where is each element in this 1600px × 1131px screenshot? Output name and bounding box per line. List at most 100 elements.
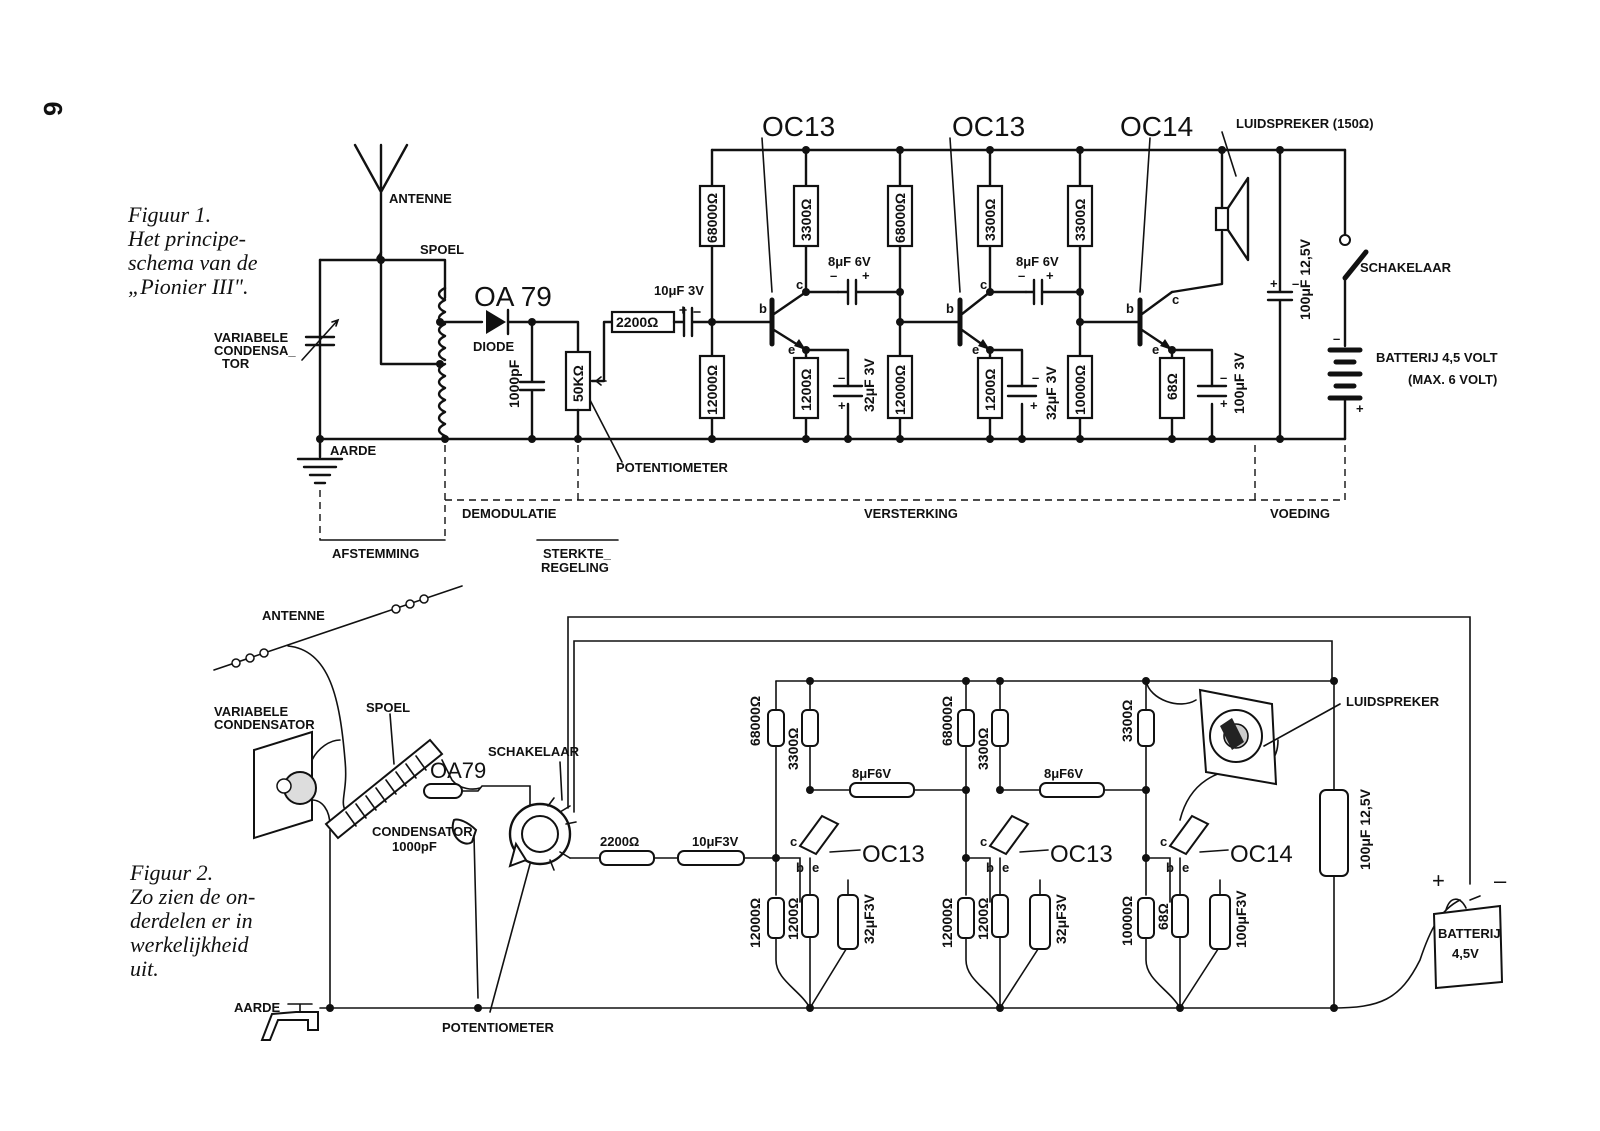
label-batterij: BATTERIJ 4,5 VOLT bbox=[1376, 350, 1498, 365]
value-label: 3300Ω bbox=[1072, 199, 1088, 241]
figure-1-caption: Figuur 1. Het principe- schema van de „P… bbox=[127, 202, 258, 299]
pin-b: b bbox=[796, 860, 804, 875]
pin-b: b bbox=[986, 860, 994, 875]
capacitor-10uf-part: 10μF3V bbox=[677, 834, 745, 866]
resistor-2200: 2200Ω bbox=[610, 310, 676, 334]
pointer-line bbox=[1139, 137, 1151, 293]
value-label: 32μF3V bbox=[1053, 894, 1069, 944]
label-oa79-2: OA79 bbox=[430, 758, 486, 783]
value-label: 100μF 12,5V bbox=[1357, 788, 1373, 870]
value-label: 2200Ω bbox=[616, 314, 658, 330]
value-label: 1200Ω bbox=[798, 369, 814, 411]
speaker-part: LUIDSPREKER bbox=[1198, 688, 1440, 786]
battery-minus: – bbox=[1494, 868, 1507, 893]
capacitor-100uf-125: +– 100μF 12,5V bbox=[1266, 148, 1313, 441]
value-label: 32μF 3V bbox=[861, 358, 877, 412]
label-batterij-max: (MAX. 6 VOLT) bbox=[1408, 372, 1497, 387]
svg-text:+: + bbox=[1356, 401, 1364, 416]
resistor-10000-3: 10000Ω bbox=[1066, 354, 1094, 420]
stage-3-part: 3300Ω 10000Ω 68Ω 100μF3V OC14 c b e bbox=[1119, 680, 1293, 1009]
caption-line: „Pionier III". bbox=[128, 274, 248, 299]
caption-line: Figuur 1. bbox=[127, 202, 211, 227]
variable-capacitor-part: VARIABELE CONDENSATOR bbox=[214, 704, 341, 840]
label-var-cond-2: VARIABELE bbox=[214, 704, 288, 719]
pin-e: e bbox=[1002, 860, 1009, 875]
capacitor-8uf-2: 8μF 6V –+ bbox=[1016, 254, 1082, 306]
value-label: 68000Ω bbox=[939, 696, 955, 746]
caption-line: Figuur 2. bbox=[129, 860, 213, 885]
caption-line: schema van de bbox=[128, 250, 258, 275]
stage-2-part: 68000Ω 3300Ω 8μF6V 12000Ω 1200Ω 32μF3V O… bbox=[939, 680, 1147, 1009]
resistor-3300-2: 3300Ω bbox=[976, 184, 1004, 248]
capacitor-100uf-125-part: 100μF 12,5V bbox=[1319, 680, 1373, 1009]
value-label: 68000Ω bbox=[892, 193, 908, 243]
label-antenne-2: ANTENNE bbox=[262, 608, 325, 623]
caption-line: werkelijkheid bbox=[130, 932, 250, 957]
label-condensator-2: CONDENSATOR bbox=[372, 824, 473, 839]
label-var-cond: VARIABELE bbox=[214, 330, 288, 345]
value-label: 68Ω bbox=[1155, 903, 1171, 930]
resistor-12000-1: 12000Ω bbox=[698, 354, 726, 420]
speaker-symbol bbox=[1214, 148, 1250, 262]
label-schakelaar-2: SCHAKELAAR bbox=[488, 744, 580, 759]
coil-symbol bbox=[436, 286, 447, 441]
wire bbox=[318, 258, 447, 300]
label-schakelaar: SCHAKELAAR bbox=[1360, 260, 1452, 275]
earth-symbol: AARDE bbox=[296, 437, 377, 485]
value-label: 100μF3V bbox=[1233, 890, 1249, 948]
pin-c: c bbox=[790, 834, 797, 849]
figure-1: Figuur 1. Het principe- schema van de „P… bbox=[127, 111, 1498, 575]
label-diode: DIODE bbox=[473, 339, 515, 354]
caption-line: derdelen er in bbox=[130, 908, 253, 933]
capacitor-8uf-1: 8μF 6V –+ bbox=[828, 254, 902, 306]
section-brackets: AFSTEMMING DEMODULATIE STERKTE_ REGELING… bbox=[319, 445, 1346, 575]
svg-text:–: – bbox=[838, 370, 845, 385]
label-spoel-2: SPOEL bbox=[366, 700, 410, 715]
value-label: 3300Ω bbox=[798, 199, 814, 241]
value-label: 3300Ω bbox=[982, 199, 998, 241]
resistor-3300-3: 3300Ω bbox=[1066, 184, 1094, 248]
svg-text:–: – bbox=[1333, 331, 1340, 346]
pin-b: b bbox=[759, 301, 767, 316]
value-label: 10μF 3V bbox=[654, 283, 704, 298]
label-spoel: SPOEL bbox=[420, 242, 464, 257]
label-aarde-2: AARDE bbox=[234, 1000, 281, 1015]
figure-2-caption: Figuur 2. Zo zien de on- derdelen er in … bbox=[129, 860, 255, 981]
value-label: 1200Ω bbox=[975, 898, 991, 940]
capacitor-1000pf: 1000pF bbox=[506, 320, 546, 441]
caption-line: Zo zien de on- bbox=[130, 884, 255, 909]
resistor-1200-1: 1200Ω bbox=[792, 356, 820, 420]
value-label: 3300Ω bbox=[975, 728, 991, 770]
resistor-68000-1: 68000Ω bbox=[698, 184, 726, 248]
svg-text:+: + bbox=[1270, 276, 1278, 291]
capacitor-32uf-1: – + 32μF 3V bbox=[832, 358, 877, 413]
resistor-12000-2: 12000Ω bbox=[886, 354, 914, 420]
value-label: 10000Ω bbox=[1072, 365, 1088, 415]
value-label: 2200Ω bbox=[600, 834, 639, 849]
caption-line: Het principe- bbox=[127, 226, 246, 251]
svg-text:+: + bbox=[1030, 398, 1038, 413]
svg-text:–: – bbox=[1032, 370, 1039, 385]
wire-minus bbox=[573, 640, 1333, 813]
label-batterij-2: BATTERIJ bbox=[1438, 926, 1501, 941]
value-label: 68000Ω bbox=[704, 193, 720, 243]
variable-capacitor-symbol bbox=[301, 318, 340, 361]
ground-bus bbox=[319, 899, 1461, 1009]
figure-2: Figuur 2. Zo zien de on- derdelen er in … bbox=[129, 585, 1507, 1041]
junction-dots-2 bbox=[326, 677, 1338, 1012]
section-versterking: VERSTERKING bbox=[864, 506, 958, 521]
resistor-1200-2: 1200Ω bbox=[976, 356, 1004, 420]
label-var-cond: TOR bbox=[222, 356, 250, 371]
value-label: 8μF 6V bbox=[1016, 254, 1059, 269]
capacitor-1000pf-part: CONDENSATOR 1000pF bbox=[372, 818, 479, 999]
pin-c: c bbox=[1172, 292, 1179, 307]
battery-symbol: – + BATTERIJ 4,5 VOLT (MAX. 6 VOLT) bbox=[1327, 331, 1498, 441]
junction-dots bbox=[316, 146, 1284, 443]
value-label: 32μF3V bbox=[861, 894, 877, 944]
battery-plus: + bbox=[1432, 868, 1445, 893]
value-label: 1200Ω bbox=[982, 369, 998, 411]
pin-e: e bbox=[972, 342, 979, 357]
label-luidspreker-2: LUIDSPREKER bbox=[1346, 694, 1440, 709]
label-transistor-2: OC13 bbox=[952, 111, 1025, 142]
svg-text:+: + bbox=[838, 398, 846, 413]
